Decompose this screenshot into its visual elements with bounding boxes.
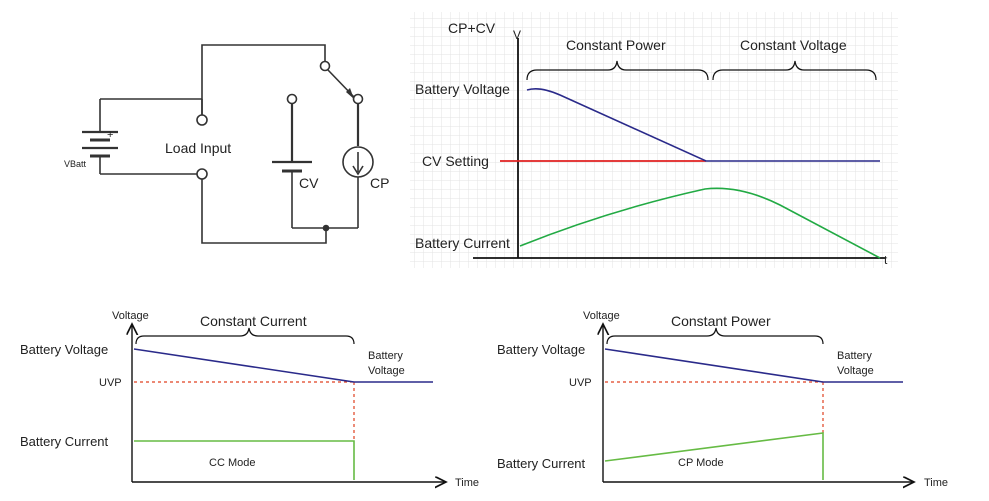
cp-chart xyxy=(603,324,914,482)
cc-phase: Constant Current xyxy=(200,313,307,329)
row-cv-setting: CV Setting xyxy=(422,153,489,169)
cc-chart xyxy=(132,324,446,482)
cp-battery-current xyxy=(604,432,824,480)
cc-battery-current xyxy=(134,440,355,480)
cp-row-uvp: UVP xyxy=(569,377,592,389)
cp-row-battery-current: Battery Current xyxy=(497,456,586,471)
cc-brace xyxy=(135,327,355,345)
cv-label: CV xyxy=(299,175,319,191)
terminal-top xyxy=(196,114,208,126)
row-battery-current: Battery Current xyxy=(415,235,510,251)
cc-mode-label: CC Mode xyxy=(209,457,255,469)
circuit-diagram xyxy=(82,44,374,244)
cc-end-label-1: Battery xyxy=(368,350,403,362)
y-axis-letter: V xyxy=(513,28,521,42)
wire-bottom xyxy=(201,179,327,244)
battery-current-curve xyxy=(519,187,881,259)
cc-end-label-2: Voltage xyxy=(368,365,405,377)
cp-row-battery-voltage: Battery Voltage xyxy=(497,342,585,357)
cp-end-label-2: Voltage xyxy=(837,365,874,377)
cc-row-battery-voltage: Battery Voltage xyxy=(20,342,108,357)
cp-battery-voltage xyxy=(604,348,903,383)
cp-end-label-1: Battery xyxy=(837,350,872,362)
cp-brace xyxy=(606,327,824,345)
wire-top xyxy=(201,44,326,115)
load-input-label: Load Input xyxy=(165,140,231,156)
terminal-bottom xyxy=(196,168,208,180)
battery-label: VBatt xyxy=(64,159,87,169)
cv-terminal xyxy=(286,93,298,105)
cc-row-uvp: UVP xyxy=(99,377,122,389)
phase-constant-voltage: Constant Voltage xyxy=(740,37,847,53)
cp-phase: Constant Power xyxy=(671,313,771,329)
battery-voltage-curve xyxy=(526,88,880,162)
cp-label: CP xyxy=(370,175,389,191)
cc-battery-voltage xyxy=(133,348,433,383)
brace-constant-power xyxy=(526,60,709,81)
row-battery-voltage: Battery Voltage xyxy=(415,81,510,97)
battery-plus: + xyxy=(107,129,113,141)
x-axis-letter: t xyxy=(884,253,888,267)
phase-constant-power: Constant Power xyxy=(566,37,666,53)
cc-row-battery-current: Battery Current xyxy=(20,434,109,449)
cp-y-title: Voltage xyxy=(583,310,620,322)
cc-x-title: Time xyxy=(455,477,479,489)
cp-cv-chart xyxy=(410,12,898,268)
brace-constant-voltage xyxy=(712,60,877,81)
cc-y-title: Voltage xyxy=(112,310,149,322)
cp-cv-title: CP+CV xyxy=(448,20,496,36)
cp-x-title: Time xyxy=(924,477,948,489)
cp-mode-label: CP Mode xyxy=(678,457,724,469)
cp-terminal xyxy=(352,93,364,105)
battery-symbol xyxy=(82,98,203,175)
switch-pivot xyxy=(319,60,331,72)
